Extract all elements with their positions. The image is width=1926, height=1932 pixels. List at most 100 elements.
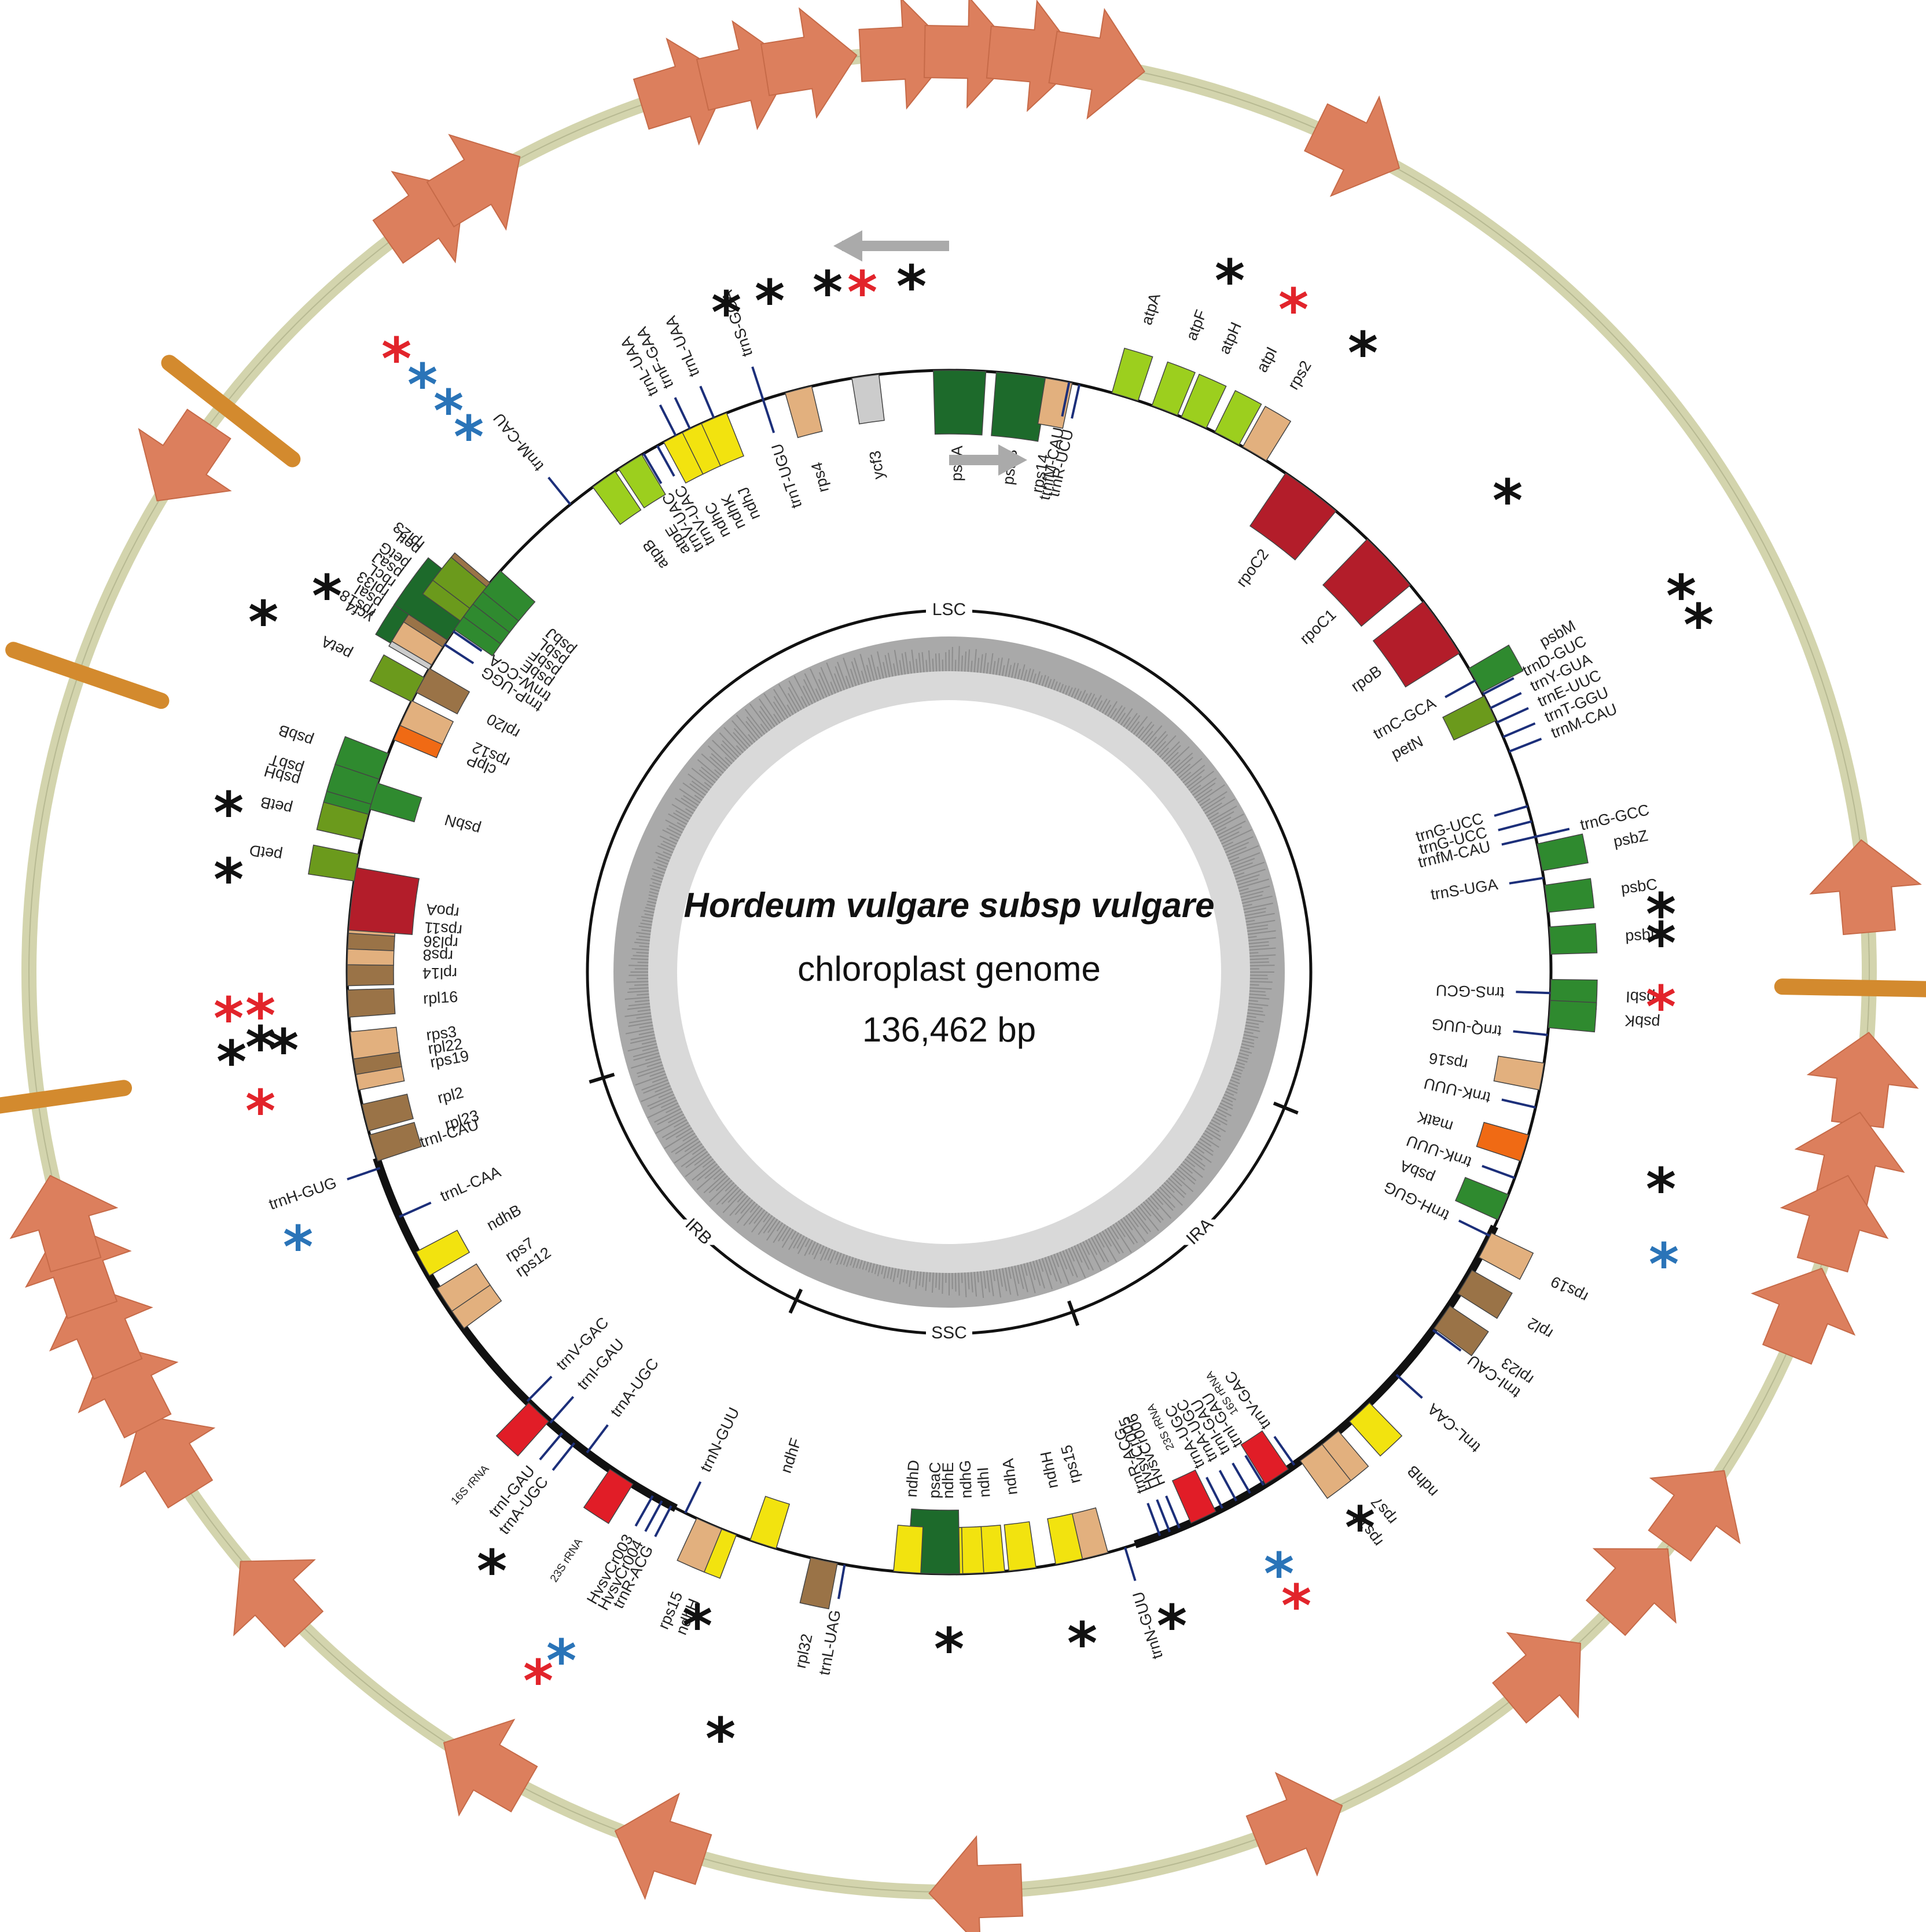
region-label-bg bbox=[926, 598, 972, 623]
gc-spike bbox=[722, 1191, 744, 1213]
gene-ndhb: ndhB bbox=[416, 1201, 524, 1276]
gc-spike bbox=[773, 689, 791, 717]
gc-spike bbox=[800, 695, 808, 708]
gene-label: 23S rRNA bbox=[548, 1536, 585, 1584]
gene-ndha: ndhA bbox=[999, 1458, 1036, 1572]
outer-ring-arrow bbox=[928, 1835, 1024, 1932]
gc-spike bbox=[992, 661, 996, 675]
gc-spike bbox=[1145, 1199, 1164, 1221]
gc-spike bbox=[649, 884, 660, 889]
gc-spike bbox=[763, 693, 784, 722]
gene-label: rps15 bbox=[1057, 1443, 1083, 1485]
gc-spike bbox=[1215, 1111, 1227, 1118]
gc-spike bbox=[1130, 721, 1140, 733]
gc-spike bbox=[685, 1151, 708, 1168]
gc-spike bbox=[1150, 731, 1167, 749]
asterisk-marker-black: * bbox=[214, 846, 244, 914]
region-boundary-tick bbox=[1067, 1300, 1080, 1326]
gc-spike bbox=[1248, 936, 1257, 939]
gc-spike bbox=[1238, 878, 1270, 889]
gc-spike bbox=[788, 687, 802, 711]
gc-spike bbox=[843, 657, 854, 687]
gc-spike bbox=[1107, 701, 1118, 717]
gc-spike bbox=[1238, 1052, 1249, 1057]
gc-spike bbox=[1204, 1130, 1221, 1141]
gc-spike bbox=[803, 685, 813, 705]
gc-spike bbox=[1178, 1165, 1197, 1182]
gc-spike bbox=[1247, 1012, 1266, 1016]
gc-spike bbox=[906, 1270, 909, 1284]
gc-spike bbox=[732, 720, 753, 745]
gc-spike bbox=[773, 701, 786, 720]
gc-spike bbox=[989, 1270, 994, 1297]
gc-spike bbox=[1076, 1244, 1090, 1270]
gc-spike bbox=[725, 1182, 735, 1192]
gc-spike bbox=[649, 1096, 676, 1110]
gc-spike bbox=[976, 657, 980, 673]
gc-spike bbox=[1244, 1031, 1254, 1034]
gc-spike bbox=[1038, 1258, 1044, 1272]
gene-label: trnS-UGA bbox=[1429, 875, 1499, 903]
asterisk-marker-red: * bbox=[847, 259, 877, 326]
gc-spike bbox=[915, 1271, 918, 1289]
outer-ring-arrow bbox=[614, 1793, 712, 1900]
gc-spike bbox=[1047, 1256, 1058, 1282]
gene-label: psbI bbox=[1626, 988, 1656, 1007]
gc-spike bbox=[989, 653, 994, 674]
asterisk-marker-blue: * bbox=[433, 377, 464, 445]
gc-spike bbox=[673, 1119, 688, 1128]
gc-spike bbox=[840, 1254, 845, 1265]
asterisk-marker-black: * bbox=[1067, 1610, 1097, 1677]
gene-psbn: psbN bbox=[369, 782, 483, 838]
gc-spike bbox=[1249, 944, 1269, 948]
gc-spike bbox=[1145, 725, 1163, 745]
gene-trnl-caa: trnL-CAA bbox=[399, 1163, 503, 1218]
gene-trnl-uaa: trnL-UAA bbox=[661, 314, 715, 419]
gc-spike bbox=[928, 650, 931, 672]
gc-spike bbox=[675, 809, 690, 820]
gene-petd: petD bbox=[248, 841, 360, 882]
gc-spike bbox=[715, 1177, 730, 1191]
gc-spike bbox=[865, 1261, 869, 1271]
gc-spike bbox=[1138, 1205, 1159, 1231]
gc-spike bbox=[938, 653, 940, 672]
gc-spike bbox=[650, 888, 660, 892]
gc-spike bbox=[995, 1269, 1002, 1298]
gc-spike bbox=[1062, 685, 1067, 694]
gc-spike bbox=[881, 1265, 884, 1275]
gc-spike bbox=[877, 651, 884, 679]
gc-spike bbox=[1176, 763, 1191, 776]
gc-spike bbox=[689, 783, 706, 796]
gene-label: trnL-CAA bbox=[1424, 1400, 1484, 1456]
gc-spike bbox=[675, 1127, 692, 1138]
gc-spike bbox=[1226, 1088, 1238, 1094]
gc-spike bbox=[1194, 1146, 1205, 1154]
gc-spike bbox=[773, 1224, 786, 1243]
gc-spike bbox=[902, 1269, 906, 1283]
gene-label: psbB bbox=[276, 721, 315, 749]
gene-trns-gcu: trnS-GCU bbox=[1435, 981, 1551, 1001]
gc-spike bbox=[662, 829, 680, 839]
gc-spike bbox=[967, 1272, 970, 1290]
gc-spike bbox=[1023, 1263, 1028, 1276]
region-boundary-tick bbox=[1273, 1101, 1299, 1115]
gene-label: trnT-UGU bbox=[768, 441, 805, 510]
gc-spike bbox=[1170, 1175, 1182, 1187]
gc-spike bbox=[892, 1268, 896, 1282]
gc-spike bbox=[1186, 1155, 1205, 1171]
gene-trnn-guu: trnN-GUU bbox=[684, 1405, 743, 1514]
outer-ring-arrow bbox=[1780, 1175, 1889, 1273]
gc-spike bbox=[1053, 1254, 1060, 1267]
center-disk bbox=[677, 700, 1221, 1244]
gc-spike bbox=[1182, 1161, 1203, 1178]
gc-spike bbox=[648, 894, 658, 898]
gc-spike bbox=[781, 1227, 791, 1242]
gc-spike bbox=[1248, 937, 1276, 941]
gc-spike bbox=[998, 1268, 1003, 1287]
gc-spike bbox=[657, 845, 674, 853]
gc-spike bbox=[778, 683, 797, 713]
gene-label: trnA-UGC bbox=[607, 1355, 662, 1421]
gc-spike bbox=[1032, 673, 1036, 683]
gc-spike bbox=[1026, 668, 1031, 682]
gc-spike bbox=[1071, 687, 1076, 698]
